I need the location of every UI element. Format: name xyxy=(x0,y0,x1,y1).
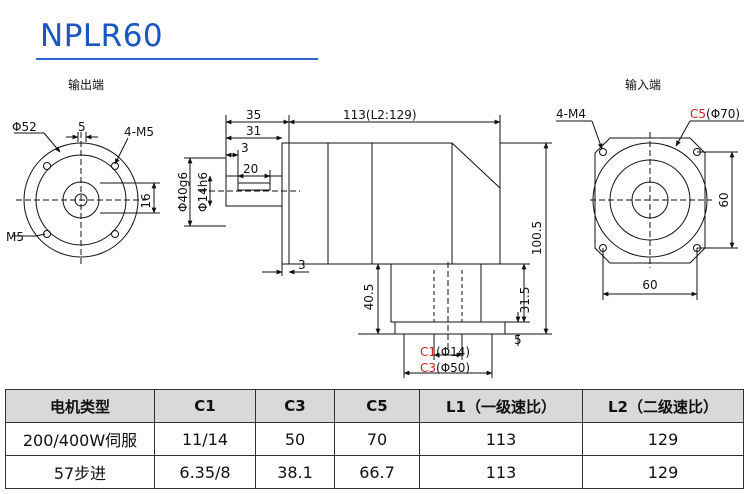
dim-100-5: 100.5 xyxy=(530,221,544,255)
dim-m5: M5 xyxy=(6,230,24,244)
col-l2: L2（二级速比） xyxy=(582,389,744,423)
col-motor-type: 电机类型 xyxy=(5,389,155,423)
cell-l2: 129 xyxy=(582,455,744,489)
cell-c3: 38.1 xyxy=(255,455,335,489)
callout-c5: C5 xyxy=(690,107,706,121)
svg-text:C3(Φ50): C3(Φ50) xyxy=(420,361,470,375)
svg-text:C1(Φ14): C1(Φ14) xyxy=(420,345,470,359)
svg-text:C5(Φ70): C5(Φ70) xyxy=(690,107,740,121)
dim-phi40: Φ40g6 xyxy=(176,172,190,212)
col-c3: C3 xyxy=(255,389,335,423)
callout-c1: C1 xyxy=(420,345,436,359)
cell-l1: 113 xyxy=(419,455,583,489)
bolt-hole xyxy=(599,148,607,156)
callout-c3: C3 xyxy=(420,361,436,375)
side-view xyxy=(184,115,552,378)
dim-40-5: 40.5 xyxy=(362,284,376,311)
table-row: 200/400W伺服 11/14 50 70 113 129 xyxy=(5,422,744,456)
input-housing xyxy=(390,263,482,323)
col-c5: C5 xyxy=(334,389,420,423)
dim-60-right: 60 xyxy=(717,192,731,207)
dim-16: 16 xyxy=(139,193,153,208)
col-c1: C1 xyxy=(154,389,256,423)
cell-c3: 50 xyxy=(255,422,335,456)
dim-4-m5: 4-M5 xyxy=(124,125,154,139)
dim-20: 20 xyxy=(243,162,258,176)
output-end-label: 输出端 xyxy=(68,78,105,92)
dim-113: 113(L2:129) xyxy=(343,108,417,122)
dim-3-bottom: 3 xyxy=(298,258,306,272)
cell-c1: 11/14 xyxy=(154,422,256,456)
page-title: NPLR60 xyxy=(40,18,164,54)
spec-table: 电机类型 C1 C3 C5 L1（一级速比） L2（二级速比） 200/400W… xyxy=(5,389,744,489)
cell-c5: 66.7 xyxy=(334,455,420,489)
dim-60-bottom: 60 xyxy=(642,278,657,292)
cell-c5: 70 xyxy=(334,422,420,456)
cell-l1: 113 xyxy=(419,422,583,456)
dim-5: 5 xyxy=(514,333,522,347)
input-flange xyxy=(394,321,506,335)
table-header-row: 电机类型 C1 C3 C5 L1（一级速比） L2（二级速比） xyxy=(5,389,744,423)
input-end-view xyxy=(556,120,744,300)
dim-3-top: 3 xyxy=(241,141,249,155)
col-l1: L1（一级速比） xyxy=(419,389,583,423)
dim-35: 35 xyxy=(246,108,261,122)
dim-c5-value: (Φ70) xyxy=(706,107,740,121)
dim-key-width: 5 xyxy=(78,120,86,134)
bolt-hole xyxy=(43,162,51,170)
cell-l2: 129 xyxy=(582,422,744,456)
shaft-key xyxy=(237,182,271,191)
dim-31-5: 31.5 xyxy=(518,287,532,314)
output-end-view xyxy=(12,132,160,264)
dim-phi52: Φ52 xyxy=(12,120,37,134)
dim-31: 31 xyxy=(246,124,261,138)
cell-c1: 6.35/8 xyxy=(154,455,256,489)
gearbox-body xyxy=(288,142,501,265)
bolt-hole xyxy=(111,230,119,238)
dim-c3-value: (Φ50) xyxy=(436,361,470,375)
cell-motor-type: 57步进 xyxy=(5,455,155,489)
input-end-label: 输入端 xyxy=(625,78,662,92)
dim-phi14: Φ14h6 xyxy=(196,172,210,212)
output-flange xyxy=(281,142,290,265)
dim-c1-value: (Φ14) xyxy=(436,345,470,359)
dim-4-m4: 4-M4 xyxy=(556,107,586,121)
title-underline xyxy=(36,58,318,60)
cell-motor-type: 200/400W伺服 xyxy=(5,422,155,456)
table-row: 57步进 6.35/8 38.1 66.7 113 129 xyxy=(5,455,744,489)
